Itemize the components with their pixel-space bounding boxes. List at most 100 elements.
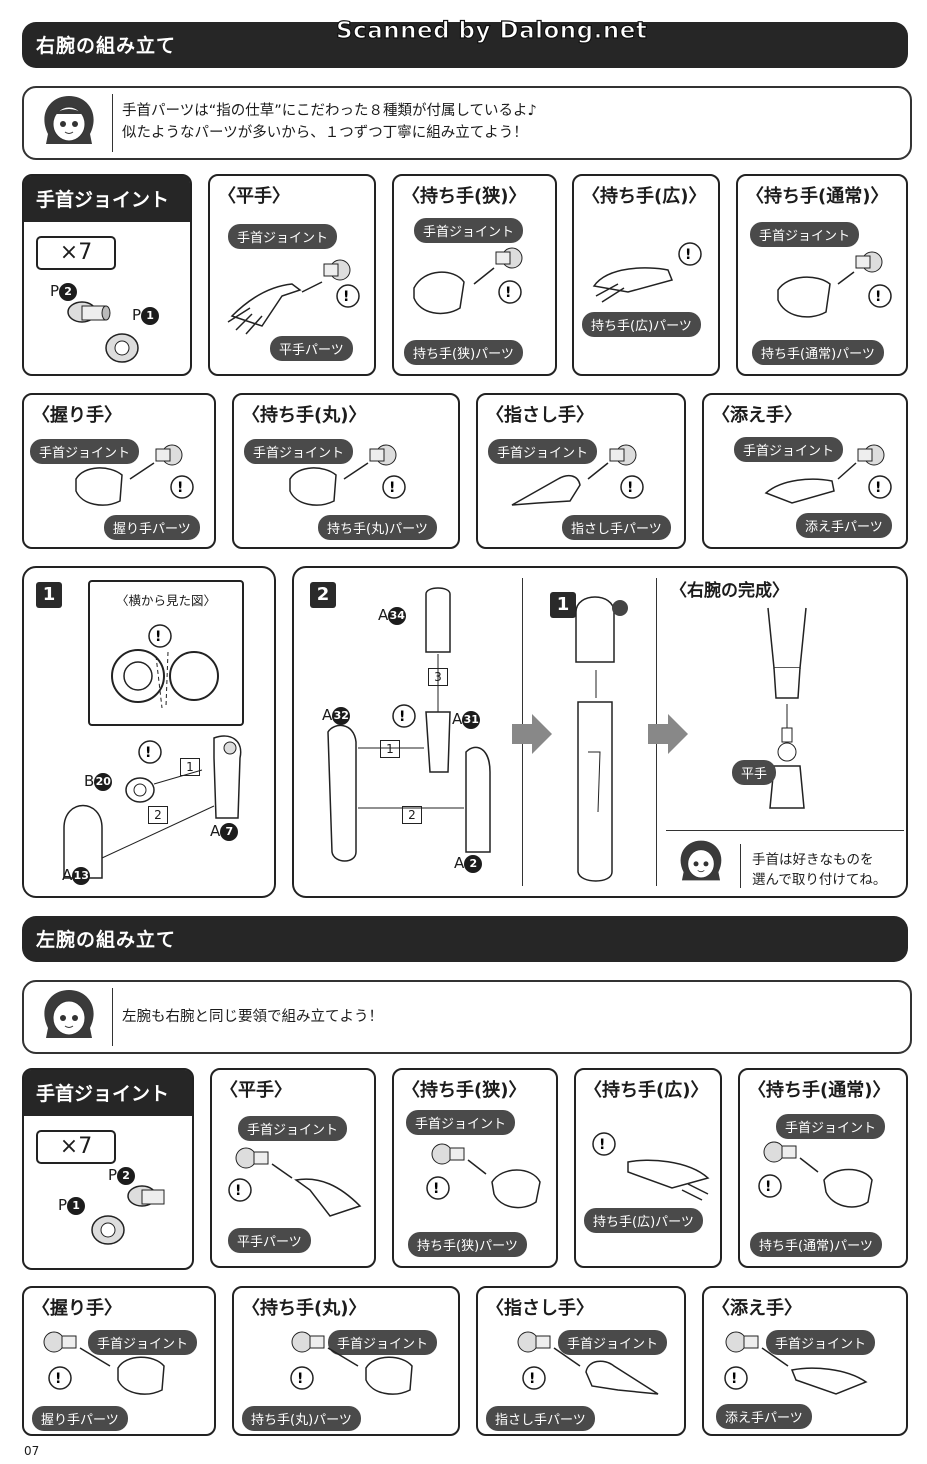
joint-pill: 手首ジョイント: [406, 1110, 516, 1135]
hand-title: 〈平手〉: [220, 1080, 292, 1101]
hand-title: 〈持ち手(広)〉: [582, 186, 707, 207]
order-marker: 1: [380, 740, 400, 758]
svg-text:!: !: [875, 289, 881, 305]
joint-pill: 手首ジョイント: [734, 437, 844, 462]
joint-pill: 手首ジョイント: [414, 218, 524, 243]
step-2-assembly-drawing: !: [327, 587, 491, 862]
support-hand-icon: !: [724, 1331, 868, 1395]
narrow-grip-hand-icon: !: [426, 1143, 541, 1209]
note-divider: [112, 988, 113, 1046]
quantity-label: ×7: [36, 1130, 116, 1164]
wrist-joint-header: 手首ジョイント: [24, 1070, 192, 1116]
joint-pill: 手首ジョイント: [328, 1330, 438, 1355]
hand-title: 〈指さし手〉: [486, 405, 594, 426]
svg-text:!: !: [297, 1371, 303, 1387]
hand-box-flat-left: 〈平手〉 手首ジョイント 平手パーツ !: [210, 1068, 376, 1268]
pointing-hand-icon: !: [511, 444, 644, 506]
part-pill: 持ち手(丸)パーツ: [318, 515, 437, 540]
part-pill: 添え手パーツ: [796, 513, 892, 538]
part-pill: 持ち手(丸)パーツ: [242, 1406, 361, 1431]
hand-title: 〈持ち手(広)〉: [584, 1080, 709, 1101]
hand-box-wide-left: 〈持ち手(広)〉 持ち手(広)パーツ !: [574, 1068, 722, 1268]
svg-text:!: !: [529, 1371, 535, 1387]
joint-pill: 手首ジョイント: [244, 439, 354, 464]
side-view-inset: 〈横から見た図〉 !: [88, 580, 244, 726]
part-pill: 持ち手(広)パーツ: [582, 312, 701, 337]
joint-pill: 手首ジョイント: [30, 439, 140, 464]
note-divider: [112, 94, 113, 152]
hand-box-normal-left: 〈持ち手(通常)〉 手首ジョイント 持ち手(通常)パーツ !: [738, 1068, 908, 1268]
round-grip-hand-icon: !: [289, 444, 406, 506]
arrow-right-icon: [512, 714, 552, 754]
step-number: 1: [36, 582, 62, 608]
hand-box-narrow-right: 〈持ち手(狭)〉 手首ジョイント 持ち手(狭)パーツ !: [392, 174, 557, 376]
wide-grip-hand-icon: !: [592, 242, 702, 303]
joint-pill: 手首ジョイント: [238, 1116, 348, 1141]
wide-grip-hand-icon: !: [592, 1132, 710, 1201]
character-face-icon: [680, 840, 722, 881]
right-arm-note: 手首パーツは“指の仕草”にこだわった８種類が付属しているよ♪ 似たようなパーツが…: [22, 86, 912, 160]
left-arm-note: 左腕も右腕と同じ要領で組み立てよう！: [22, 980, 912, 1054]
svg-text:!: !: [875, 480, 881, 496]
normal-grip-hand-icon: !: [777, 251, 892, 318]
joint-pill: 手首ジョイント: [766, 1330, 876, 1355]
arrow-right-icon: [648, 714, 688, 754]
part-pill: 持ち手(通常)パーツ: [750, 1232, 882, 1257]
part-pill: 平手パーツ: [270, 336, 353, 361]
side-view-drawing: !: [111, 624, 219, 709]
part-pill: 持ち手(通常)パーツ: [752, 340, 884, 365]
part-a13-label: A13: [62, 866, 91, 885]
hand-title: 〈握り手〉: [32, 405, 122, 426]
svg-text:!: !: [627, 480, 633, 496]
note-line-1: 左腕も右腕と同じ要領で組み立てよう！: [122, 1009, 383, 1025]
pointing-hand-icon: !: [517, 1331, 659, 1395]
arm-assembly-drawing: [575, 596, 628, 882]
svg-text:!: !: [399, 709, 405, 725]
svg-text:!: !: [765, 1179, 771, 1195]
round-grip-hand-icon: !: [290, 1331, 413, 1395]
joint-parts-drawing: [67, 301, 139, 363]
quantity-label: ×7: [36, 236, 116, 270]
svg-text:!: !: [343, 289, 349, 305]
part-pill: 握り手パーツ: [32, 1406, 128, 1431]
wrist-joint-header: 手首ジョイント: [24, 176, 190, 222]
part-b20-label: B20: [84, 772, 113, 791]
hand-box-wide-right: 〈持ち手(広)〉 持ち手(広)パーツ !: [572, 174, 720, 376]
order-marker: 3: [428, 668, 448, 686]
note-line-1: 手首パーツは“指の仕草”にこだわった８種類が付属しているよ♪: [122, 103, 537, 119]
joint-pill: 手首ジョイント: [228, 224, 338, 249]
normal-grip-hand-icon: !: [758, 1141, 873, 1208]
hand-box-fist-left: 〈握り手〉 手首ジョイント 握り手パーツ !: [22, 1286, 216, 1436]
part-pill: 持ち手(狭)パーツ: [408, 1232, 527, 1257]
tip-divider: [666, 830, 904, 831]
part-pill: 平手パーツ: [228, 1228, 311, 1253]
hand-title: 〈持ち手(丸)〉: [242, 1298, 367, 1319]
order-marker: 2: [148, 806, 168, 824]
svg-text:!: !: [235, 1183, 241, 1199]
joint-pill: 手首ジョイント: [558, 1330, 668, 1355]
tip-line-1: 手首は好きなものを: [752, 852, 874, 868]
hand-title: 〈平手〉: [218, 186, 290, 207]
svg-text:!: !: [177, 480, 183, 496]
sub-step-number: 1: [550, 592, 576, 618]
hand-box-flat-right: 〈平手〉 手首ジョイント 平手パーツ !: [208, 174, 376, 376]
step-1-assembly-drawing: !: [63, 735, 242, 879]
narrow-grip-hand-icon: !: [413, 247, 523, 315]
wrist-pill: 平手: [732, 760, 777, 785]
hand-title: 〈指さし手〉: [486, 1298, 594, 1319]
part-pill: 持ち手(広)パーツ: [584, 1208, 703, 1233]
left-arm-header: 左腕の組み立て: [22, 916, 908, 962]
watermark: Scanned by Dalong.net: [335, 17, 648, 44]
hand-box-support-left: 〈添え手〉 手首ジョイント 添え手パーツ !: [702, 1286, 908, 1436]
left-arm-title: 左腕の組み立て: [36, 929, 177, 951]
svg-text:!: !: [145, 745, 151, 761]
hand-title: 〈添え手〉: [712, 1298, 802, 1319]
joint-pill: 手首ジョイント: [488, 439, 598, 464]
character-face-icon: [44, 990, 94, 1038]
completed-arm-drawing: [767, 607, 807, 809]
complete-title: 〈右腕の完成〉: [670, 581, 789, 601]
